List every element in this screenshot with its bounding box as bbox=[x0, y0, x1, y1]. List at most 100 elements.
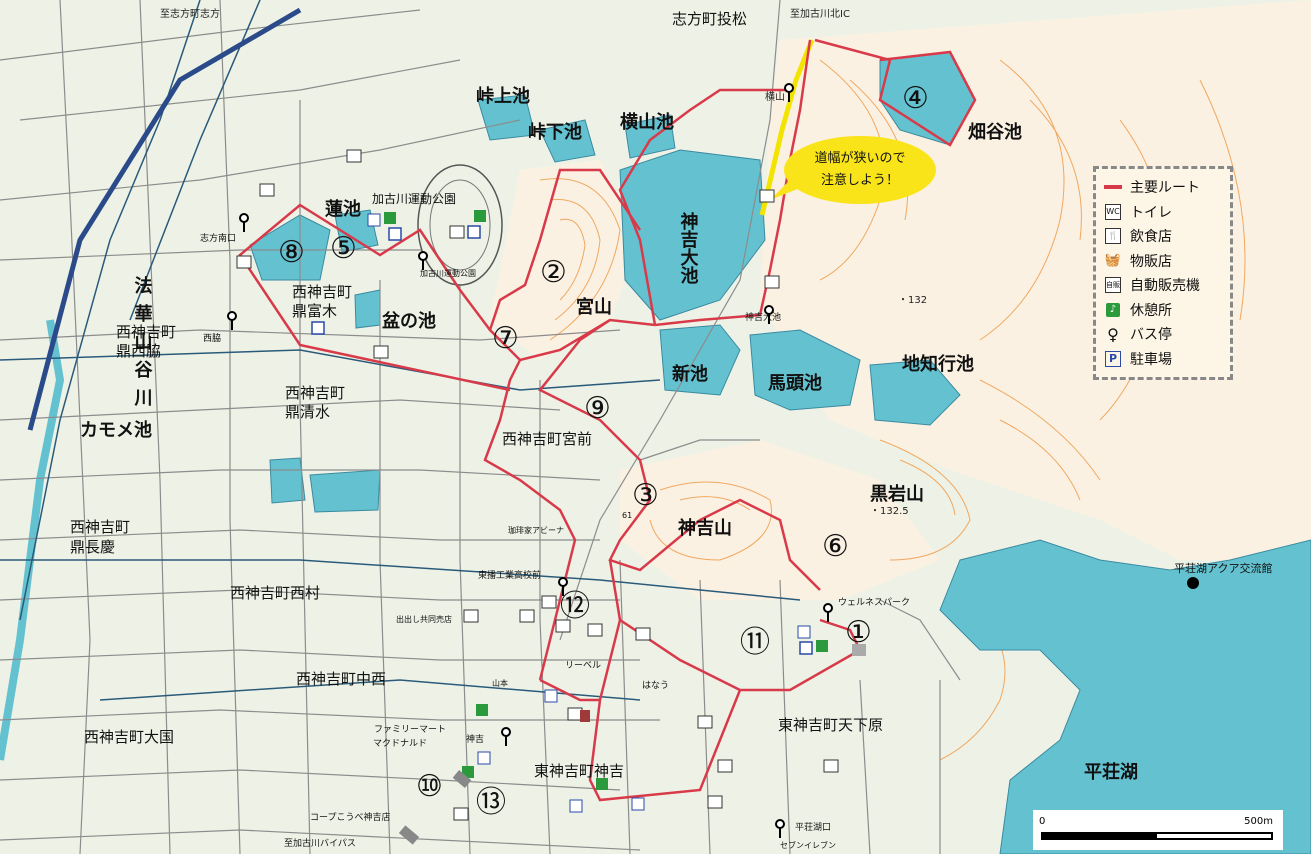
vending-icon bbox=[541, 595, 557, 609]
bus-stop-icon: ♀ bbox=[1107, 324, 1119, 344]
river bbox=[0, 319, 65, 761]
legend-item-rest: ♪ 休憩所 bbox=[1104, 298, 1222, 323]
parking-icon bbox=[388, 227, 402, 241]
water-bodies bbox=[249, 51, 1311, 854]
label-shin-ike: 新池 bbox=[672, 363, 708, 385]
label-shimizu-2: 鼎清水 bbox=[285, 403, 330, 421]
label-h132-5: ・132.5 bbox=[870, 506, 909, 517]
scale-start: 0 bbox=[1039, 816, 1046, 827]
wc-icon bbox=[367, 213, 381, 227]
label-hasuike: 蓮池 bbox=[325, 198, 361, 220]
label-wellness-park: ウェルネスパーク bbox=[838, 597, 910, 608]
rest-icon bbox=[476, 704, 488, 716]
label-kanki-stop: 神吉 bbox=[466, 733, 484, 745]
label-aqua: 平荘湖アクア交流館 bbox=[1174, 561, 1272, 575]
vertical-labels: 神吉大池 法華山谷川 bbox=[132, 211, 699, 416]
label-kakogawa-park: 加古川運動公園 bbox=[372, 191, 456, 206]
scale-end: 500m bbox=[1244, 816, 1273, 827]
label-deshiyama: 出出し共同売店 bbox=[396, 614, 452, 624]
main-route bbox=[238, 38, 977, 802]
vending-icon bbox=[635, 627, 651, 641]
label-oguni: 西神吉町大国 bbox=[84, 728, 174, 746]
lake-small-2 bbox=[309, 469, 381, 513]
place-labels: 至志方町志方 志方町投松 至加古川北IC 峠上池 峠下池 横山池 横山 畑谷池 … bbox=[70, 7, 1272, 850]
lake-kanki-oike bbox=[619, 149, 766, 321]
label-h132: ・132 bbox=[898, 295, 927, 306]
legend-item-parking: P 駐車場 bbox=[1104, 347, 1222, 372]
label-batou-ike: 馬頭池 bbox=[768, 372, 822, 394]
label-bon-no-ike: 盆の池 bbox=[382, 310, 436, 332]
vending-icon bbox=[717, 759, 733, 773]
lake-minegami bbox=[477, 94, 536, 141]
route-number-6: ⑥ bbox=[822, 529, 849, 564]
parking-icon: P bbox=[1104, 350, 1122, 367]
aqua-center-marker bbox=[1187, 577, 1199, 589]
rest-icon bbox=[474, 210, 486, 222]
label-nakanishi: 西神吉町中西 bbox=[296, 670, 386, 688]
legend-label: 自動販売機 bbox=[1130, 278, 1200, 295]
label-kanki-yama: 神吉山 bbox=[678, 517, 732, 539]
vending-icon bbox=[449, 225, 465, 239]
label-tomiki-1: 西神吉町 bbox=[292, 283, 352, 301]
label-heisou-stop: 平荘湖口 bbox=[795, 822, 831, 833]
shop-icon: 🧺 bbox=[1104, 253, 1122, 269]
bus-stop-icon bbox=[823, 603, 833, 622]
bus-stop-icon bbox=[775, 819, 785, 838]
building-icon bbox=[852, 644, 866, 656]
restaurant-icon: 🍴 bbox=[1104, 228, 1122, 245]
legend-label: 飲食店 bbox=[1130, 229, 1172, 246]
label-yokoyama-stop: 横山 bbox=[765, 90, 785, 103]
callout-tail bbox=[770, 180, 800, 200]
vending-icon bbox=[707, 795, 723, 809]
lake-bon bbox=[354, 289, 381, 329]
label-minegami-ike: 峠上池 bbox=[476, 85, 530, 107]
rest-icon: ♪ bbox=[1104, 302, 1122, 318]
label-hataya-ike: 畑谷池 bbox=[968, 121, 1022, 143]
vending-icon bbox=[555, 619, 571, 633]
rest-icon bbox=[596, 778, 608, 790]
lake-hasu bbox=[334, 209, 379, 253]
label-heisou-ko: 平荘湖 bbox=[1084, 761, 1138, 783]
route-number-10: ⑩ bbox=[416, 769, 443, 804]
label-tenkahara: 東神吉町天下原 bbox=[778, 716, 883, 734]
lake-heisou bbox=[939, 539, 1311, 854]
vending-icon bbox=[236, 255, 252, 269]
building-icon bbox=[398, 825, 420, 845]
route-numbers: ① ② ③ ④ ⑤ ⑥ ⑦ ⑧ ⑨ ⑩ ⑪ ⑫ ⑬ bbox=[278, 81, 929, 820]
label-family-mart: ファミリーマート bbox=[374, 725, 446, 735]
label-yokoyama-ike: 横山池 bbox=[620, 111, 674, 133]
lake-8 bbox=[249, 214, 331, 281]
vending-icon bbox=[519, 609, 535, 623]
route-number-7: ⑦ bbox=[492, 321, 519, 356]
route-number-12: ⑫ bbox=[560, 589, 590, 624]
wc-icon bbox=[544, 689, 558, 703]
scale-bar: 0 500m bbox=[1033, 810, 1283, 850]
route-line-icon bbox=[1104, 179, 1122, 195]
label-tomiki-2: 鼎富木 bbox=[292, 302, 337, 320]
bus-stop-icon bbox=[784, 83, 794, 102]
vending-icon bbox=[259, 183, 275, 197]
label-shimizu-1: 西神吉町 bbox=[285, 384, 345, 402]
label-choukei-2: 鼎長慶 bbox=[70, 538, 115, 556]
legend-item-restaurant: 🍴 飲食店 bbox=[1104, 224, 1222, 249]
vending-icon bbox=[463, 609, 479, 623]
label-higashikanki-kanki: 東神吉町神吉 bbox=[534, 762, 624, 780]
bus-stop-icon bbox=[227, 311, 237, 330]
route-number-13: ⑬ bbox=[476, 785, 506, 820]
route-number-2: ② bbox=[540, 255, 567, 290]
callout-line-2: 注意しよう！ bbox=[821, 172, 899, 188]
expressway bbox=[27, 7, 302, 431]
vending-icon bbox=[823, 759, 839, 773]
bus-stop-icon bbox=[764, 305, 774, 324]
legend-label: バス停 bbox=[1130, 327, 1172, 344]
caution-callout bbox=[784, 136, 936, 204]
label-hokke: 法華山谷川 bbox=[132, 275, 154, 416]
label-to-ic: 至加古川北IC bbox=[790, 7, 850, 20]
vending-icon bbox=[697, 715, 713, 729]
bus-stop-icon bbox=[558, 577, 568, 596]
route-number-8: ⑧ bbox=[278, 235, 305, 270]
label-to-bypass: 至加古川バイパス bbox=[284, 837, 356, 849]
label-miyayama: 宮山 bbox=[576, 296, 612, 318]
wc-icon bbox=[569, 799, 583, 813]
